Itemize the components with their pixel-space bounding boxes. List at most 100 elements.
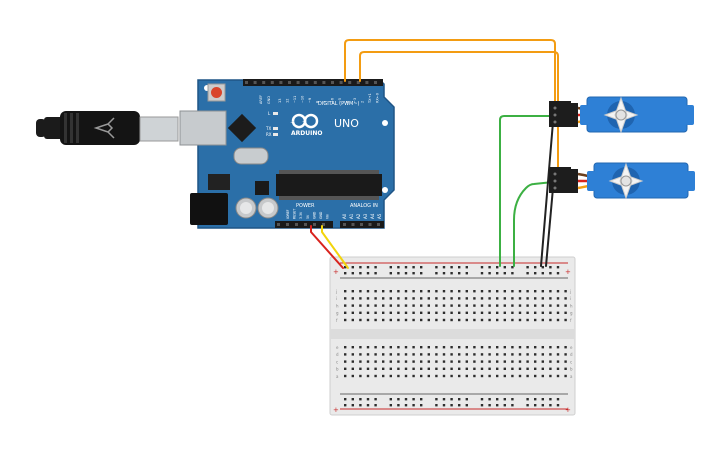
breadboard-hole[interactable]: [366, 404, 370, 407]
breadboard-hole[interactable]: [404, 318, 408, 322]
breadboard-hole[interactable]: [412, 304, 415, 307]
breadboard-hole[interactable]: [366, 374, 370, 378]
breadboard-hole[interactable]: [556, 272, 560, 275]
breadboard-hole[interactable]: [465, 398, 468, 401]
breadboard-hole[interactable]: [534, 374, 537, 378]
breadboard-hole[interactable]: [435, 318, 438, 322]
breadboard-hole[interactable]: [389, 290, 392, 293]
header-pin[interactable]: [253, 81, 257, 84]
header-pin[interactable]: [305, 81, 309, 84]
breadboard-hole[interactable]: [556, 404, 560, 407]
breadboard-hole[interactable]: [473, 311, 476, 314]
breadboard-hole[interactable]: [511, 398, 514, 401]
breadboard-hole[interactable]: [511, 404, 514, 407]
breadboard-hole[interactable]: [518, 297, 522, 300]
breadboard-hole[interactable]: [397, 272, 400, 275]
breadboard-hole[interactable]: [420, 266, 423, 269]
breadboard-hole[interactable]: [458, 367, 461, 370]
breadboard-hole[interactable]: [359, 304, 362, 307]
breadboard-hole[interactable]: [549, 367, 552, 370]
breadboard-hole[interactable]: [465, 318, 468, 322]
breadboard-hole[interactable]: [480, 318, 484, 322]
breadboard-hole[interactable]: [518, 360, 522, 363]
breadboard-hole[interactable]: [404, 367, 408, 370]
breadboard-hole[interactable]: [351, 266, 354, 269]
breadboard-hole[interactable]: [480, 304, 484, 307]
breadboard-hole[interactable]: [344, 290, 347, 293]
header-pin[interactable]: [262, 81, 266, 84]
breadboard-hole[interactable]: [427, 360, 430, 363]
breadboard-hole[interactable]: [511, 353, 514, 356]
header-pin[interactable]: [245, 81, 248, 84]
breadboard-hole[interactable]: [473, 374, 476, 378]
breadboard-hole[interactable]: [564, 318, 567, 322]
breadboard-hole[interactable]: [488, 311, 491, 314]
breadboard-hole[interactable]: [526, 404, 529, 407]
breadboard-hole[interactable]: [556, 374, 560, 378]
breadboard-hole[interactable]: [503, 304, 506, 307]
breadboard-hole[interactable]: [435, 353, 438, 356]
breadboard-hole[interactable]: [397, 398, 400, 401]
breadboard-hole[interactable]: [344, 346, 347, 349]
breadboard-hole[interactable]: [397, 290, 400, 293]
header-pin[interactable]: [331, 81, 334, 84]
breadboard-hole[interactable]: [503, 367, 506, 370]
breadboard-hole[interactable]: [549, 297, 552, 300]
breadboard-hole[interactable]: [465, 290, 468, 293]
breadboard-hole[interactable]: [458, 346, 461, 349]
breadboard-hole[interactable]: [465, 266, 468, 269]
breadboard-hole[interactable]: [549, 290, 552, 293]
breadboard-hole[interactable]: [526, 304, 529, 307]
breadboard-hole[interactable]: [351, 318, 354, 322]
breadboard-hole[interactable]: [366, 353, 370, 356]
breadboard-hole[interactable]: [420, 290, 423, 293]
breadboard-hole[interactable]: [450, 266, 453, 269]
breadboard-hole[interactable]: [465, 311, 468, 314]
breadboard-hole[interactable]: [450, 272, 453, 275]
breadboard-hole[interactable]: [541, 311, 544, 314]
breadboard-hole[interactable]: [404, 360, 408, 363]
breadboard-hole[interactable]: [359, 353, 362, 356]
breadboard-hole[interactable]: [382, 374, 385, 378]
breadboard-hole[interactable]: [503, 266, 506, 269]
breadboard-hole[interactable]: [534, 404, 537, 407]
breadboard-hole[interactable]: [534, 297, 537, 300]
breadboard-hole[interactable]: [389, 374, 392, 378]
breadboard-hole[interactable]: [404, 398, 408, 401]
breadboard-hole[interactable]: [366, 346, 370, 349]
breadboard-hole[interactable]: [534, 272, 537, 275]
breadboard-hole[interactable]: [404, 304, 408, 307]
breadboard-hole[interactable]: [526, 266, 529, 269]
breadboard-hole[interactable]: [442, 304, 446, 307]
breadboard-hole[interactable]: [442, 318, 446, 322]
breadboard-hole[interactable]: [526, 346, 529, 349]
breadboard-hole[interactable]: [549, 360, 552, 363]
breadboard-hole[interactable]: [465, 404, 468, 407]
breadboard-hole[interactable]: [465, 304, 468, 307]
breadboard-hole[interactable]: [397, 304, 400, 307]
breadboard-hole[interactable]: [344, 398, 347, 401]
breadboard-hole[interactable]: [480, 311, 484, 314]
breadboard-hole[interactable]: [465, 360, 468, 363]
breadboard-hole[interactable]: [435, 404, 438, 407]
breadboard-hole[interactable]: [397, 297, 400, 300]
breadboard-hole[interactable]: [359, 290, 362, 293]
breadboard-hole[interactable]: [534, 311, 537, 314]
breadboard-hole[interactable]: [435, 360, 438, 363]
breadboard-hole[interactable]: [374, 346, 377, 349]
breadboard-hole[interactable]: [549, 272, 552, 275]
breadboard-hole[interactable]: [518, 346, 522, 349]
breadboard-hole[interactable]: [488, 353, 491, 356]
breadboard-hole[interactable]: [541, 304, 544, 307]
breadboard-hole[interactable]: [488, 346, 491, 349]
breadboard-hole[interactable]: [564, 374, 567, 378]
breadboard-hole[interactable]: [480, 367, 484, 370]
reset-button[interactable]: [211, 87, 222, 98]
breadboard-hole[interactable]: [511, 367, 514, 370]
breadboard-hole[interactable]: [412, 272, 415, 275]
breadboard-hole[interactable]: [503, 398, 506, 401]
breadboard-hole[interactable]: [442, 360, 446, 363]
breadboard-hole[interactable]: [473, 346, 476, 349]
breadboard-hole[interactable]: [503, 318, 506, 322]
breadboard-hole[interactable]: [374, 374, 377, 378]
